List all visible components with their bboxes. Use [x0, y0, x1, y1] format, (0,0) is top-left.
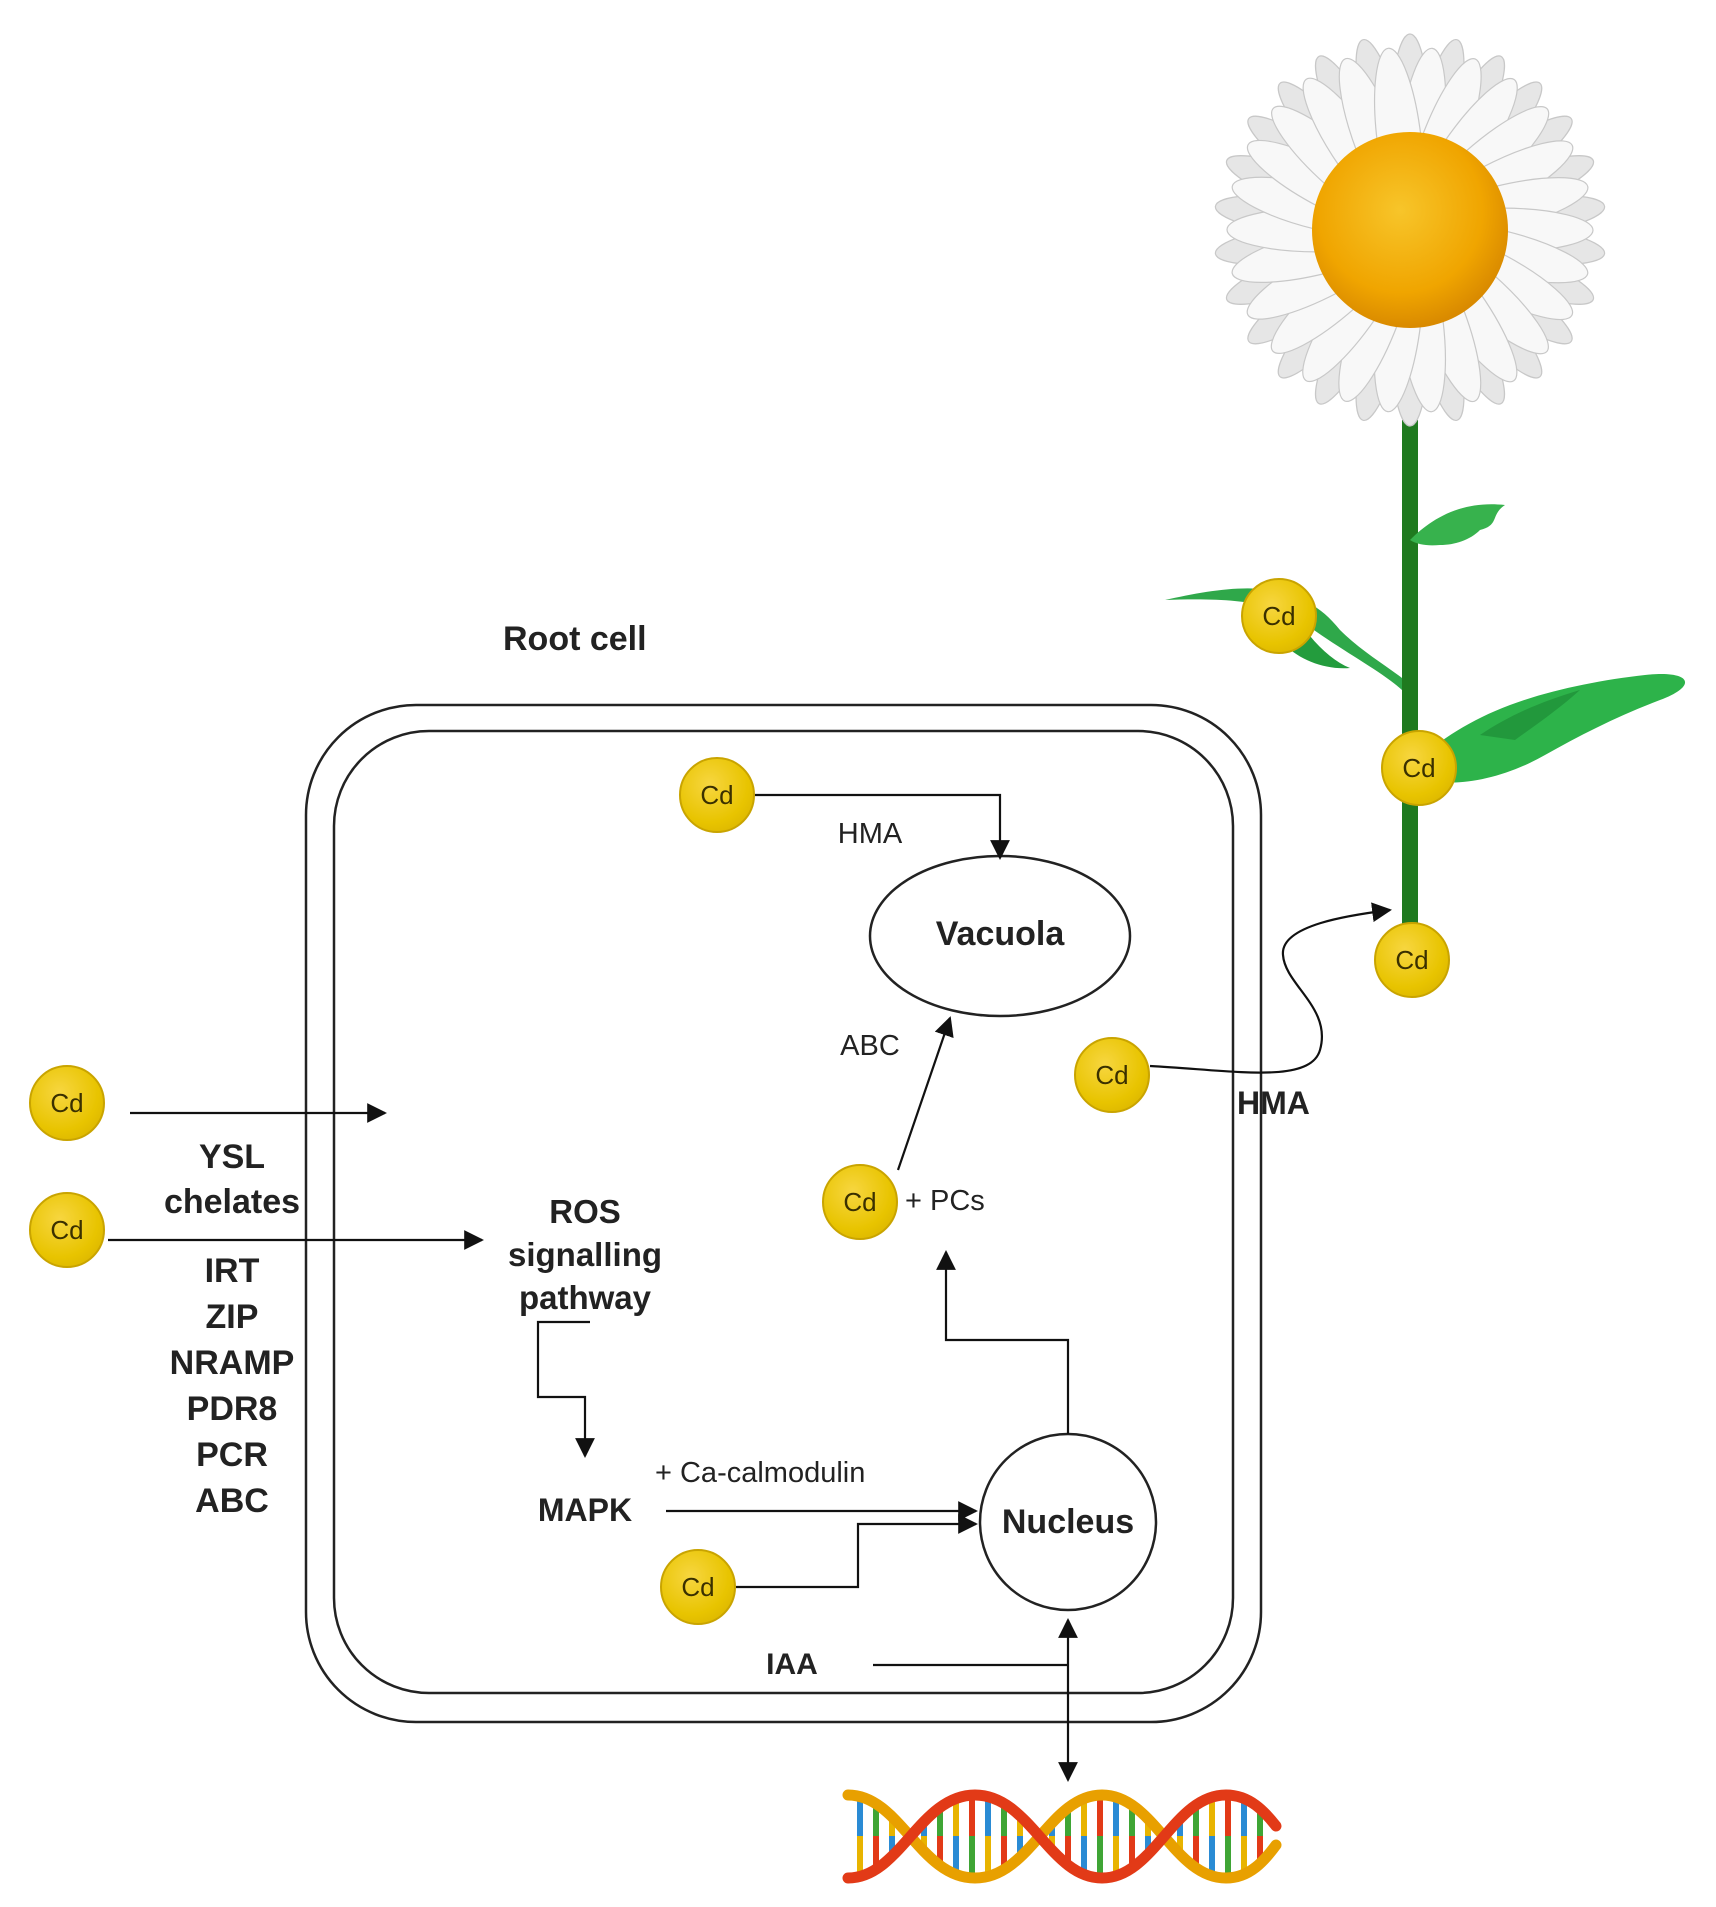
hma-top-label: HMA	[837, 818, 903, 850]
root-cell-title: Root cell	[503, 620, 647, 658]
cd-label: Cd	[700, 779, 734, 810]
cd-ion-leaf: Cd	[1241, 578, 1317, 654]
nucleus-label: Nucleus	[1001, 1503, 1135, 1541]
transporter-item: PCR	[196, 1436, 268, 1474]
cd-label: Cd	[1095, 1059, 1129, 1090]
arrow-cd-to-stem	[1149, 902, 1392, 1074]
cd-label: Cd	[681, 1571, 715, 1602]
iaa-label: IAA	[766, 1648, 818, 1681]
arrow-nucleus-to-pcs	[936, 1250, 1070, 1434]
cell-membrane-inner	[332, 729, 1235, 1695]
arrow-cd-to-vacuola	[755, 793, 1010, 860]
cd-ion-stem-mid: Cd	[1381, 730, 1457, 806]
transporter-list: IRT ZIP NRAMP PDR8 PCR ABC	[170, 1248, 295, 1524]
cd-label: Cd	[1402, 752, 1436, 783]
ysl-label: YSL	[198, 1138, 266, 1176]
cd-ion-external-2: Cd	[29, 1192, 105, 1268]
cd-ion-pcs: Cd	[822, 1164, 898, 1240]
transporter-item: ZIP	[205, 1298, 259, 1336]
dna-helix-icon	[842, 1789, 1282, 1884]
arrow-pcs-to-vacuola	[896, 1016, 954, 1171]
transporter-item: IRT	[204, 1252, 260, 1290]
cd-label: Cd	[50, 1087, 84, 1118]
ca-calmodulin-label: + Ca-calmodulin	[655, 1457, 866, 1489]
cd-label: Cd	[50, 1214, 84, 1245]
abc-vacuola-label: ABC	[840, 1030, 900, 1062]
ros-pathway-label: ROS signalling pathway	[508, 1190, 662, 1319]
leaf-right	[1418, 674, 1686, 783]
ros-line-3: pathway	[518, 1279, 652, 1316]
cd-ion-nucleus-source: Cd	[660, 1549, 736, 1625]
transporter-item: ABC	[195, 1482, 269, 1520]
cd-ion-external-1: Cd	[29, 1065, 105, 1141]
mapk-label: MAPK	[537, 1492, 633, 1528]
pcs-label: + PCs	[905, 1185, 985, 1217]
chelates-label: chelates	[163, 1183, 301, 1221]
vacuola-label: Vacuola	[935, 915, 1065, 953]
transporter-item: NRAMP	[169, 1344, 295, 1382]
cd-label: Cd	[1395, 944, 1429, 975]
ros-line-1: ROS	[549, 1193, 621, 1230]
cd-label: Cd	[843, 1186, 877, 1217]
arrow-cd-to-nucleus	[736, 1514, 978, 1589]
leaf-right-lobes	[1480, 690, 1580, 740]
cd-ion-stem-base: Cd	[1374, 922, 1450, 998]
daisy-flower-icon	[1214, 33, 1606, 427]
leaf-left-lobes	[1285, 608, 1350, 669]
plant-stem	[1402, 420, 1418, 960]
cd-ion-hma-export: Cd	[1074, 1037, 1150, 1113]
hma-right-label: HMA	[1237, 1085, 1310, 1121]
ros-line-2: signalling	[507, 1236, 663, 1273]
cell-wall-outer	[304, 703, 1263, 1724]
cd-ion-vacuola-source: Cd	[679, 757, 755, 833]
cd-label: Cd	[1262, 600, 1296, 631]
plant-illustration	[1165, 420, 1686, 960]
transporter-item: PDR8	[186, 1390, 278, 1428]
arrow-ros-to-mapk	[536, 1320, 595, 1458]
leaf-upper-right	[1410, 504, 1505, 546]
